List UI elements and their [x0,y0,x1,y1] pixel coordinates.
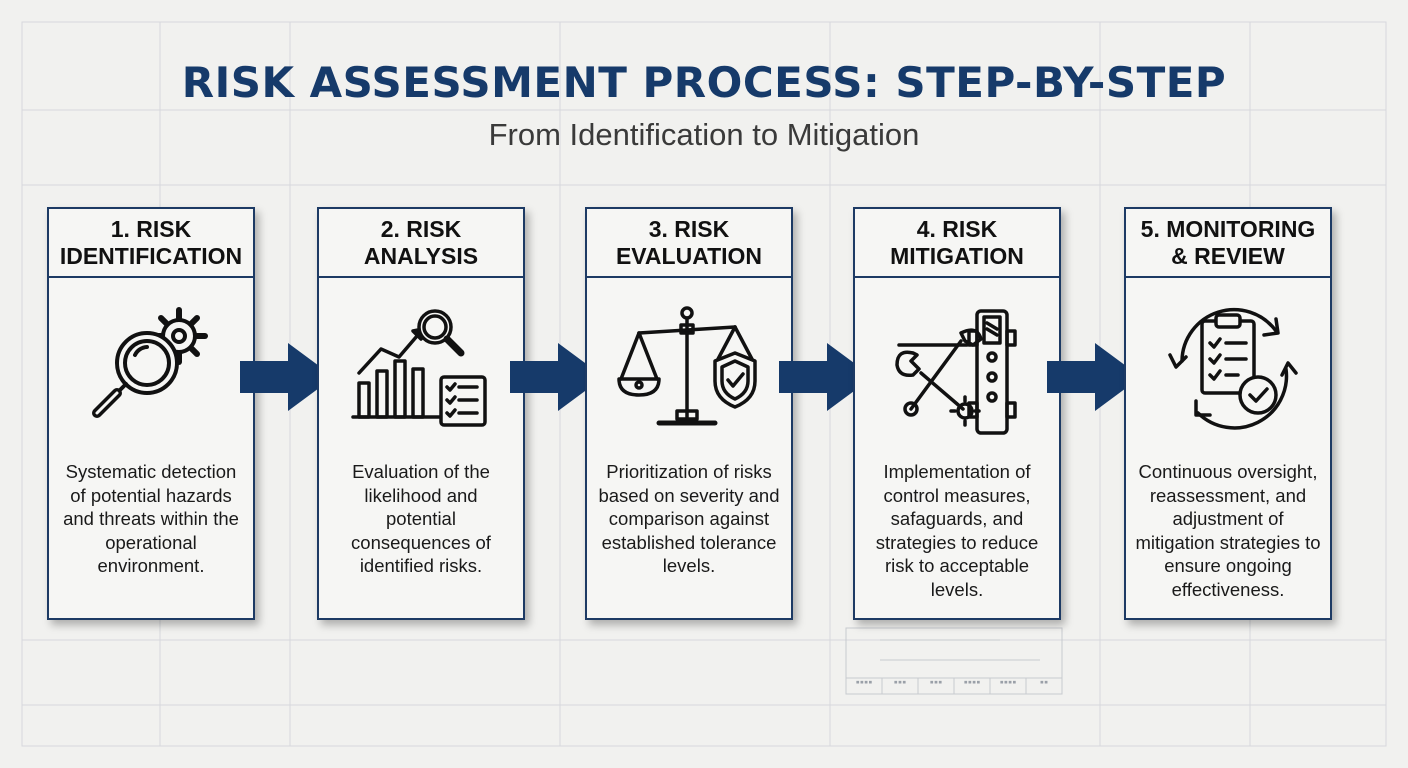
step-title-line: MITIGATION [890,242,1024,269]
title-block-stamp: ▪▪▪▪▪▪▪▪▪▪▪▪▪▪▪▪▪▪▪▪ [855,678,1049,686]
step-title-line: 5. MONITORING [1140,215,1316,242]
clipboard-cycle-check-icon [1126,291,1330,441]
step-title: 2. RISK ANALYSIS [319,209,523,278]
step-card-identification: 1. RISK IDENTIFICATION Systemati [47,207,255,620]
step-title: 3. RISK EVALUATION [587,209,791,278]
step-card-analysis: 2. RISK ANALYSIS Evaluation of the likel… [317,207,525,620]
page-title: RISK ASSESSMENT PROCESS: STEP-BY-STEP [181,58,1227,107]
step-card-evaluation: 3. RISK EVALUATION Prioritization of ris… [585,207,793,620]
step-description: Evaluation of the likelihood and potenti… [351,461,491,576]
step-title-line: IDENTIFICATION [59,242,243,269]
wrench-toolbar-icon [855,291,1059,441]
arrow-right-icon [236,341,336,413]
step-title-line: 2. RISK [380,215,462,242]
step-title-line: & REVIEW [1171,242,1285,269]
step-title: 5. MONITORING & REVIEW [1126,209,1330,278]
chart-magnifier-checklist-icon [319,291,523,441]
page-subtitle: From Identification to Mitigation [488,117,920,152]
magnifier-gear-icon [49,291,253,441]
step-description: Systematic detection of potential hazard… [63,461,239,576]
step-title-line: EVALUATION [615,242,763,269]
step-description: Implementation of control measures, safa… [875,461,1039,600]
step-description: Continuous oversight, reassessment, and … [1135,461,1321,600]
arrow-right-icon [775,341,875,413]
step-title-line: ANALYSIS [363,242,479,269]
step-title-line: 3. RISK [648,215,730,242]
step-title: 1. RISK IDENTIFICATION [49,209,253,278]
arrow-right-icon [506,341,606,413]
step-title-line: 1. RISK [110,215,192,242]
step-card-monitoring: 5. MONITORING & REVIEW Continuous oversi… [1124,207,1332,620]
step-card-mitigation: 4. RISK MITIGATION Implementation of con… [853,207,1061,620]
step-title-line: 4. RISK [916,215,998,242]
step-description: Prioritization of risks based on severit… [598,461,780,576]
step-title: 4. RISK MITIGATION [855,209,1059,278]
balance-scale-shield-icon [587,291,791,441]
arrow-right-icon [1043,341,1143,413]
